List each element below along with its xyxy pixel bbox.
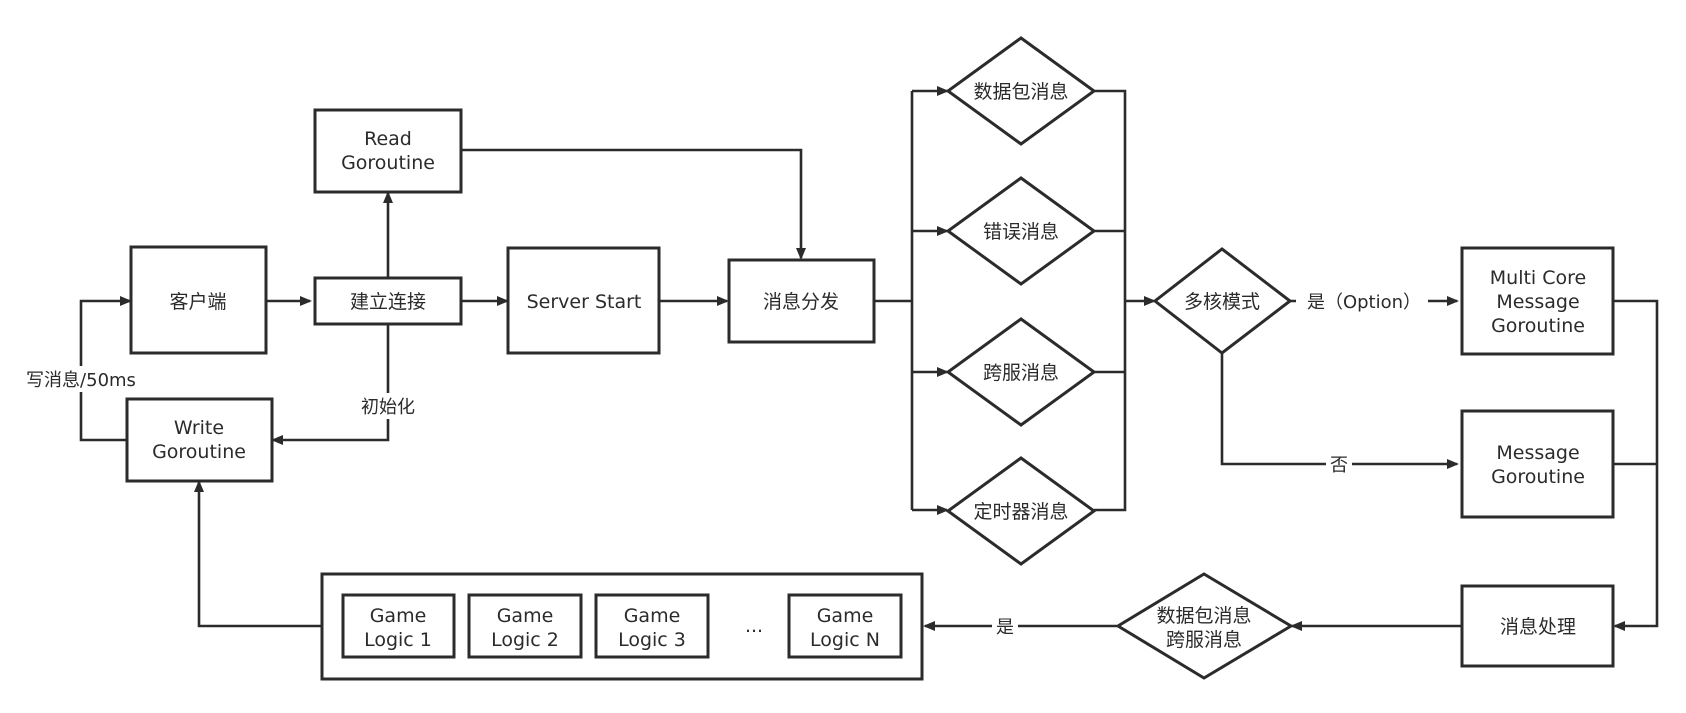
edge-connect-write <box>271 324 390 445</box>
edge-logic-write <box>194 480 321 628</box>
node-multicore-goroutine: Multi Core Message Goroutine <box>1460 246 1615 356</box>
node-packet-msg: 数据包消息 <box>945 36 1097 146</box>
node-message-goroutine: Message Goroutine <box>1460 409 1615 519</box>
svg-text:多核模式: 多核模式 <box>1184 291 1260 313</box>
svg-text:Logic 1: Logic 1 <box>364 629 432 651</box>
svg-text:写消息/50ms: 写消息/50ms <box>26 370 136 391</box>
node-game-logic-1: Game Logic 1 <box>341 593 456 659</box>
svg-text:Game: Game <box>497 605 554 627</box>
node-error-msg: 错误消息 <box>945 176 1097 286</box>
svg-text:Message: Message <box>1496 442 1579 464</box>
edge-label-write-loop: 写消息/50ms <box>20 366 142 392</box>
node-client: 客户端 <box>129 245 268 355</box>
svg-text:Goroutine: Goroutine <box>341 152 435 174</box>
svg-text:Goroutine: Goroutine <box>1491 466 1585 488</box>
svg-text:Logic N: Logic N <box>810 629 880 651</box>
svg-text:Goroutine: Goroutine <box>1491 315 1585 337</box>
node-cross-msg: 跨服消息 <box>945 317 1097 427</box>
svg-text:跨服消息: 跨服消息 <box>1166 629 1242 651</box>
node-game-logic-2: Game Logic 2 <box>467 593 583 659</box>
svg-text:Multi Core: Multi Core <box>1490 267 1586 289</box>
node-timer-msg: 定时器消息 <box>945 456 1097 566</box>
svg-text:Goroutine: Goroutine <box>152 441 246 463</box>
svg-text:数据包消息: 数据包消息 <box>1156 605 1251 627</box>
edge-label-yes: 是 <box>992 613 1018 639</box>
node-process: 消息处理 <box>1460 584 1615 668</box>
game-logic-ellipsis: ... <box>745 615 763 637</box>
svg-text:是: 是 <box>996 617 1014 638</box>
bus-right <box>1094 89 1127 512</box>
edge-label-init: 初始化 <box>352 393 424 419</box>
svg-text:错误消息: 错误消息 <box>983 221 1059 243</box>
svg-text:建立连接: 建立连接 <box>350 291 426 313</box>
edge-label-yes-option: 是（Option） <box>1296 288 1428 314</box>
node-multicore-mode: 多核模式 <box>1152 247 1293 355</box>
svg-text:数据包消息: 数据包消息 <box>973 81 1068 103</box>
svg-text:客户端: 客户端 <box>169 291 226 313</box>
svg-text:Game: Game <box>370 605 427 627</box>
node-game-logic-3: Game Logic 3 <box>594 593 710 659</box>
svg-text:否: 否 <box>1330 455 1348 476</box>
node-dispatch: 消息分发 <box>727 258 876 344</box>
svg-text:是（Option）: 是（Option） <box>1307 292 1421 313</box>
svg-text:Write: Write <box>174 417 224 439</box>
edge-label-no: 否 <box>1326 451 1352 477</box>
edge-read-dispatch <box>462 148 806 260</box>
svg-text:定时器消息: 定时器消息 <box>973 501 1068 523</box>
svg-text:初始化: 初始化 <box>361 397 415 418</box>
svg-text:Logic 3: Logic 3 <box>618 629 686 651</box>
svg-text:Game: Game <box>624 605 681 627</box>
svg-text:Server Start: Server Start <box>527 291 642 313</box>
node-connect: 建立连接 <box>313 276 463 326</box>
svg-text:Read: Read <box>364 128 412 150</box>
node-write-goroutine: Write Goroutine <box>125 397 274 483</box>
svg-text:Message: Message <box>1496 291 1579 313</box>
node-read-goroutine: Read Goroutine <box>313 108 463 194</box>
node-packet-cross-decision: 数据包消息 跨服消息 <box>1115 572 1294 680</box>
svg-text:消息处理: 消息处理 <box>1500 616 1576 638</box>
edge-no <box>1220 353 1459 469</box>
svg-text:跨服消息: 跨服消息 <box>983 362 1059 384</box>
svg-text:Game: Game <box>817 605 874 627</box>
svg-text:消息分发: 消息分发 <box>763 291 839 313</box>
node-server-start: Server Start <box>506 246 661 355</box>
node-game-logic-n: Game Logic N <box>787 593 903 659</box>
svg-text:Logic 2: Logic 2 <box>491 629 559 651</box>
